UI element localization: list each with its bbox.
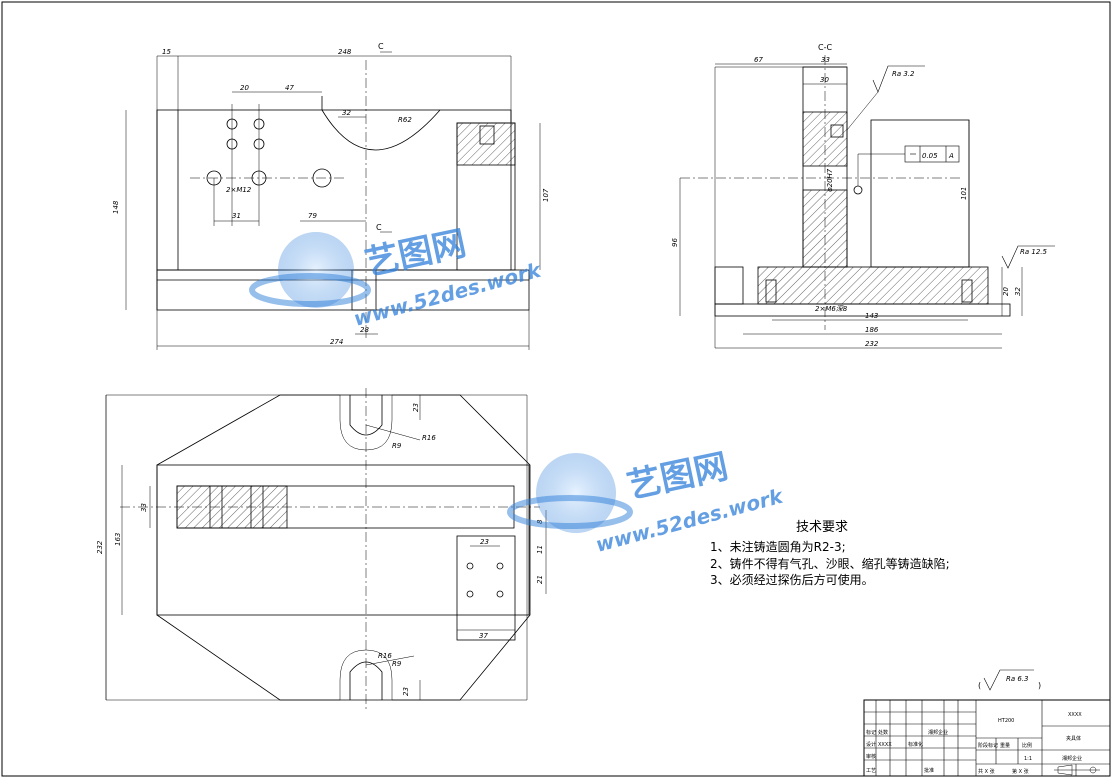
dim-148: 148 bbox=[112, 200, 120, 214]
front-view-labels: 15 248 20 47 32 31 79 148 107 274 28 R62… bbox=[112, 42, 550, 346]
tb-material: HT200 bbox=[998, 718, 1014, 724]
top-view bbox=[105, 388, 547, 710]
dim-32: 32 bbox=[342, 109, 351, 117]
watermark-brand: 艺图网 bbox=[624, 446, 732, 506]
tech-requirements: 技术要求 1、未注铸造圆角为R2-3; 2、铸件不得有气孔、沙眼、缩孔等铸造缺陷… bbox=[710, 520, 950, 587]
dim-23-top: 23 bbox=[412, 403, 420, 412]
dim-phi20h7: φ20H7 bbox=[826, 168, 834, 192]
title-block-text: 标记 处数 设计 XXXX 标准化 审核 工艺 批准 湘邦企业 阶段标记 重量 … bbox=[866, 712, 1100, 776]
tb-designer-label: 设计 bbox=[866, 741, 876, 748]
watermark-globe-icon bbox=[278, 232, 354, 308]
dim-186: 186 bbox=[865, 326, 879, 334]
tb-check-label: 审核 bbox=[866, 753, 876, 760]
tb-count-label: 处数 bbox=[878, 729, 888, 736]
dim-232-top: 232 bbox=[96, 540, 104, 554]
tb-process-label: 工艺 bbox=[866, 768, 876, 774]
dim-79: 79 bbox=[308, 212, 317, 220]
tech-requirement-item: 2、铸件不得有气孔、沙眼、缩孔等铸造缺陷; bbox=[710, 556, 950, 571]
dim-23-bottom: 23 bbox=[402, 687, 410, 696]
dim-23-right: 23 bbox=[480, 538, 489, 546]
top-view-labels: 23 R16 R9 33 163 232 23 8 11 21 37 R16 R… bbox=[96, 403, 544, 696]
section-title-cc: C-C bbox=[818, 43, 832, 52]
tb-stage-label: 阶段标记 bbox=[978, 742, 998, 749]
dim-33: 33 bbox=[140, 503, 148, 512]
dim-143: 143 bbox=[865, 312, 878, 320]
dim-163: 163 bbox=[114, 533, 122, 546]
tech-requirement-item: 3、必须经过探伤后方可使用。 bbox=[710, 572, 874, 587]
dim-37: 37 bbox=[479, 632, 488, 640]
tb-std-label: 标准化 bbox=[908, 741, 923, 748]
dim-28: 28 bbox=[360, 326, 369, 334]
dim-96: 96 bbox=[671, 238, 679, 247]
tech-requirement-item: 1、未注铸造圆角为R2-3; bbox=[710, 539, 846, 554]
dim-r16-top: R16 bbox=[422, 434, 436, 442]
dim-107: 107 bbox=[542, 188, 550, 202]
dim-33: 33 bbox=[821, 56, 830, 64]
dim-232: 232 bbox=[865, 340, 879, 348]
watermark-brand: 艺图网 bbox=[362, 223, 470, 283]
dim-20: 20 bbox=[240, 84, 249, 92]
dim-r9-bottom: R9 bbox=[392, 660, 402, 668]
dim-20: 20 bbox=[1002, 287, 1010, 296]
tb-designer-value: XXXX bbox=[878, 742, 892, 748]
tb-sheet-total: 共 X 张 bbox=[978, 768, 995, 775]
tb-company: 湘邦企业 bbox=[928, 729, 948, 736]
tb-weight-label: 重量 bbox=[1000, 742, 1010, 749]
tb-mark-label: 标记 bbox=[866, 729, 876, 736]
tb-scale-label: 比例 bbox=[1022, 742, 1032, 749]
dim-r9-top: R9 bbox=[392, 442, 402, 450]
dim-11: 11 bbox=[536, 545, 544, 554]
roughness-close-paren: ) bbox=[1038, 681, 1041, 690]
dim-r62: R62 bbox=[398, 116, 412, 124]
dim-67: 67 bbox=[754, 56, 763, 64]
tb-approve-label: 批准 bbox=[924, 767, 934, 774]
roughness-open-paren: ( bbox=[978, 681, 981, 690]
gdt-datum: A bbox=[948, 152, 954, 160]
tb-code: XXXX bbox=[1068, 712, 1082, 718]
section-mark-top: C bbox=[378, 42, 384, 51]
dim-2xm12: 2×M12 bbox=[226, 186, 252, 194]
side-view-labels: C-C 67 33 30 101 96 20 32 143 186 232 φ2… bbox=[671, 43, 1048, 348]
roughness-ra125: Ra 12.5 bbox=[1020, 248, 1048, 256]
dim-47: 47 bbox=[285, 84, 294, 92]
dim-274: 274 bbox=[330, 338, 343, 346]
dim-r16-bottom: R16 bbox=[378, 652, 392, 660]
section-mark-bottom: C bbox=[376, 223, 382, 232]
tech-requirements-title: 技术要求 bbox=[796, 520, 848, 535]
dim-248: 248 bbox=[338, 48, 352, 56]
watermark-globe-icon bbox=[536, 453, 616, 533]
dim-101: 101 bbox=[960, 187, 968, 200]
projection-symbol-icon bbox=[1054, 764, 1100, 776]
dim-32: 32 bbox=[1014, 287, 1022, 296]
side-view bbox=[679, 55, 1055, 349]
dim-15: 15 bbox=[162, 48, 171, 56]
dim-31: 31 bbox=[232, 212, 241, 220]
tb-company-name: 湘邦企业 bbox=[1062, 755, 1082, 762]
general-roughness: ( Ra 6.3 ) bbox=[978, 669, 1041, 691]
tb-sheet-of: 第 X 张 bbox=[1012, 768, 1029, 775]
tb-scale-value: 1:1 bbox=[1024, 756, 1032, 762]
dim-30: 30 bbox=[820, 76, 829, 84]
dim-21: 21 bbox=[536, 575, 544, 584]
roughness-ra63: Ra 6.3 bbox=[1006, 675, 1029, 683]
tb-part-name: 夹具体 bbox=[1066, 735, 1081, 742]
title-block bbox=[863, 699, 1111, 777]
roughness-ra32: Ra 3.2 bbox=[892, 70, 915, 78]
watermark-1: 艺图网 www.52des.work bbox=[249, 223, 545, 331]
gdt-value: 0.05 bbox=[922, 152, 938, 160]
dim-thread: 2×M6深8 bbox=[815, 305, 848, 313]
